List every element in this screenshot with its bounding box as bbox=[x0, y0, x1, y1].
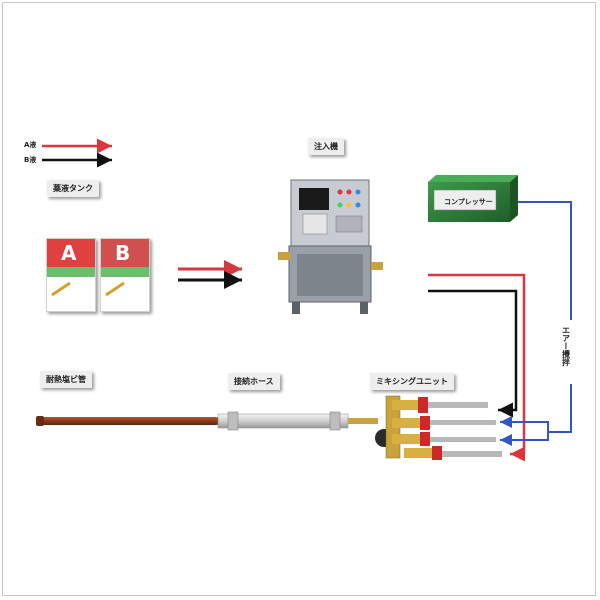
air-line-main bbox=[518, 201, 572, 433]
heat-pipe-label: 耐熱塩ビ管 bbox=[40, 371, 92, 388]
tank-a-letter: A bbox=[61, 241, 77, 265]
injector-to-mix-a-line bbox=[428, 273, 526, 462]
tank-b-hose bbox=[105, 281, 125, 297]
tank-a-hose bbox=[51, 281, 71, 297]
air-line-lower bbox=[500, 432, 549, 446]
injector-to-mix-b-line bbox=[428, 289, 518, 418]
mixing-unit bbox=[348, 395, 502, 460]
tank-a-band bbox=[47, 267, 95, 277]
injector-machine bbox=[278, 179, 383, 314]
tank-b: B bbox=[100, 238, 150, 312]
legend-a-label: A液 bbox=[24, 141, 37, 149]
tank-b-band bbox=[101, 267, 149, 277]
compressor bbox=[428, 175, 518, 222]
mixing-unit-label: ミキシングユニット bbox=[370, 373, 454, 390]
tank-b-lid bbox=[101, 239, 149, 267]
chemical-tank-label: 薬液タンク bbox=[47, 180, 99, 197]
tank-a: A bbox=[46, 238, 96, 312]
legend-b-label: B液 bbox=[24, 156, 37, 164]
air-agitation-label: エアー攪拌 bbox=[562, 326, 571, 367]
injector-label: 注入機 bbox=[308, 138, 344, 155]
tank-a-lid bbox=[47, 239, 95, 267]
tank-b-letter: B bbox=[115, 241, 131, 265]
compressor-label: コンプレッサー bbox=[444, 198, 493, 206]
heat-pipe bbox=[40, 417, 220, 425]
hose-label: 接続ホース bbox=[228, 373, 280, 390]
